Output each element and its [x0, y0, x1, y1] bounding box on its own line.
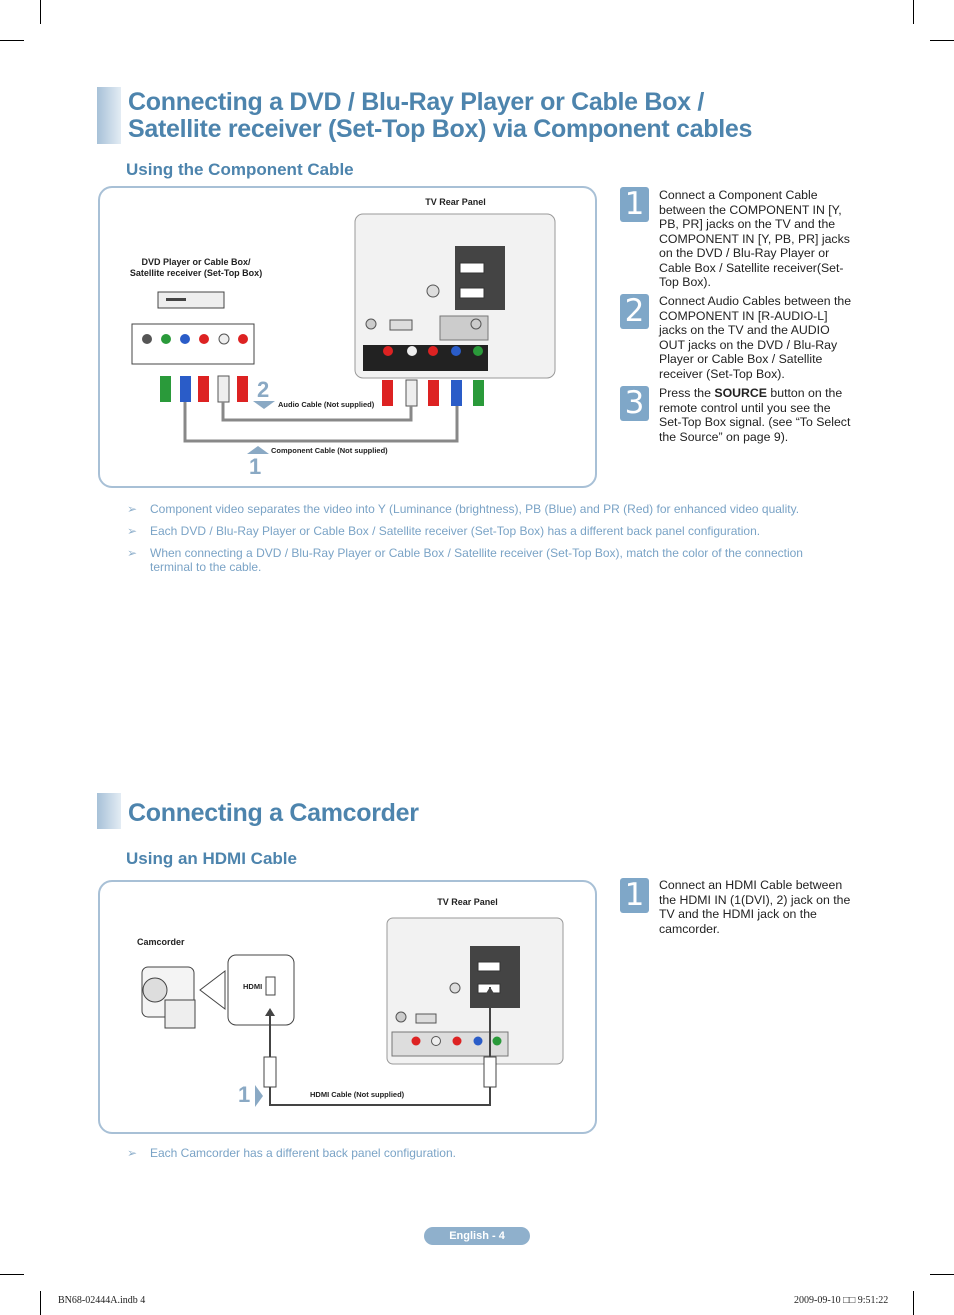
step-3-source-keyword: SOURCE: [714, 386, 767, 400]
step-text-1: Connect an HDMI Cable between the HDMI I…: [659, 878, 851, 936]
crop-mark: [930, 40, 954, 41]
section-subtitle: Using the Component Cable: [126, 160, 354, 179]
crop-mark: [930, 1274, 954, 1275]
crop-mark: [913, 0, 914, 24]
note-item: ➢ When connecting a DVD / Blu-Ray Player …: [127, 546, 803, 574]
tv-rear-panel-label: TV Rear Panel: [425, 197, 486, 207]
title-accent-bar: [97, 87, 121, 144]
step-1-marker: 1: [238, 1082, 251, 1107]
note-arrow-icon: ➢: [127, 546, 138, 560]
hdmi-cable-label: HDMI Cable (Not supplied): [310, 1090, 405, 1099]
hdmi-diagram: TV Rear Panel Camcorder 1: [98, 880, 597, 1134]
title-line-2: Satellite receiver (Set-Top Box) via Com…: [128, 115, 753, 143]
note-text: When connecting a DVD / Blu-Ray Player o…: [150, 546, 803, 574]
note-text: Component video separates the video into…: [150, 502, 800, 516]
note-text: Each DVD / Blu-Ray Player or Cable Box /…: [150, 524, 761, 538]
step-3-text-after: button on the remote control until you s…: [659, 386, 851, 444]
note-arrow-icon: ➢: [127, 502, 138, 516]
tv-rear-panel-label: TV Rear Panel: [437, 897, 498, 907]
component-wiring-illustration: [131, 213, 556, 454]
step-text-3: Press the SOURCE button on the remote co…: [659, 386, 854, 444]
step-number-1: 1: [620, 187, 649, 222]
step-number-1: 1: [620, 878, 649, 913]
step-1-marker: 1: [249, 454, 262, 479]
section-title: Connecting a DVD / Blu-Ray Player or Cab…: [128, 89, 752, 143]
crop-mark: [0, 1274, 24, 1275]
audio-cable-label: Audio Cable (Not supplied): [278, 400, 375, 409]
crop-mark: [0, 40, 24, 41]
note-arrow-icon: ➢: [127, 524, 138, 538]
step-number-3: 3: [620, 386, 649, 421]
page-number-badge: English - 4: [424, 1227, 530, 1245]
note-item: ➢ Component video separates the video int…: [127, 502, 799, 516]
note-arrow-icon: ➢: [127, 1146, 138, 1160]
component-cable-label: Component Cable (Not supplied): [271, 446, 388, 455]
title-accent-bar: [97, 793, 121, 829]
crop-mark: [40, 1291, 41, 1315]
device-label-line-1: DVD Player or Cable Box/: [141, 257, 251, 267]
step-number-2: 2: [620, 294, 649, 329]
step-2-marker: 2: [257, 377, 270, 402]
note-item: ➢ Each DVD / Blu-Ray Player or Cable Box …: [127, 524, 760, 538]
hdmi-jack-label: HDMI: [243, 982, 263, 991]
step-text-2: Connect Audio Cables between the COMPONE…: [659, 294, 852, 381]
file-info: BN68-02444A.indb 4: [58, 1295, 146, 1306]
component-diagram: TV Rear Panel DVD Player or Cable Box/ S…: [98, 186, 597, 488]
step-text-1: Connect a Component Cable between the CO…: [659, 188, 850, 289]
device-label-line-2: Satellite receiver (Set-Top Box): [129, 268, 263, 278]
device-label: DVD Player or Cable Box/ Satellite recei…: [106, 257, 286, 279]
note-text: Each Camcorder has a different back pane…: [150, 1146, 456, 1160]
title-line-1: Connecting a DVD / Blu-Ray Player or Cab…: [128, 88, 705, 116]
date-info: 2009-09-10 □□ 9:51:22: [794, 1295, 889, 1306]
section-title: Connecting a Camcorder: [128, 799, 419, 827]
crop-mark: [40, 0, 41, 24]
step-3-text-before: Press the: [659, 386, 715, 400]
section-subtitle: Using an HDMI Cable: [126, 849, 297, 868]
camcorder-label: Camcorder: [137, 937, 185, 947]
crop-mark: [913, 1291, 914, 1315]
hdmi-wiring-illustration: [141, 917, 564, 1107]
note-item: ➢ Each Camcorder has a different back pan…: [127, 1146, 456, 1160]
